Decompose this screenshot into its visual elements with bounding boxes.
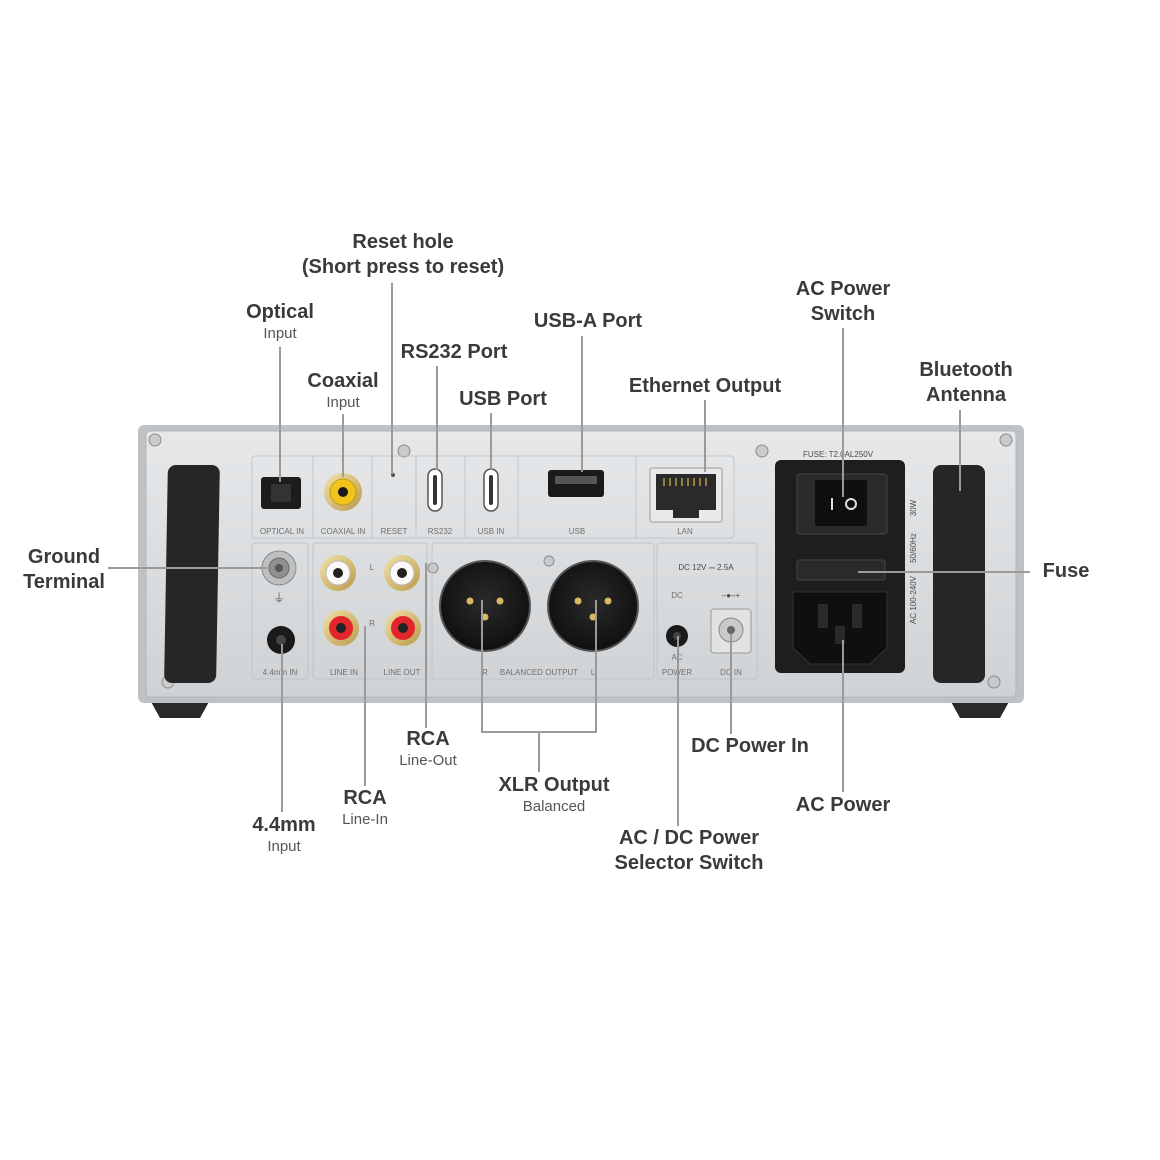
label-ac-power: AC Power — [795, 794, 891, 816]
silk-usb-in: USB IN — [478, 527, 505, 536]
xlr-output-left — [547, 560, 639, 652]
silk-ac-range: AC 100-240V — [909, 575, 918, 624]
label-mm44: 4.4mm Input — [252, 814, 316, 855]
optical-in-jack — [261, 477, 301, 509]
silk-dc-rating: DC 12V ⎓ 2.5A — [678, 563, 734, 572]
label-coaxial: Coaxial Input — [307, 370, 379, 411]
label-fuse: Fuse — [1042, 560, 1090, 582]
mm44-in-jack — [267, 626, 295, 654]
rca-line-out-right — [385, 610, 421, 646]
ac-power-switch — [796, 473, 888, 535]
rca-line-in-left — [320, 555, 356, 591]
silk-r: R — [482, 668, 488, 677]
label-dc-in: DC Power In — [691, 735, 809, 757]
silk-reset: RESET — [381, 527, 408, 536]
label-rs232: RS232 Port — [400, 341, 508, 363]
silk-l: L — [591, 668, 596, 677]
silk-dc: DC — [671, 591, 683, 600]
silk-ch-l: L — [370, 563, 375, 572]
xlr-output-right — [439, 560, 531, 652]
silk-line-in: LINE IN — [330, 668, 358, 677]
coaxial-in-jack — [324, 473, 362, 511]
label-xlr: XLR Output Balanced — [498, 774, 610, 815]
silk-mm44-in: 4.4mm IN — [263, 668, 298, 677]
silk-hz: 50/60Hz — [909, 533, 918, 563]
leader-lines — [108, 283, 1030, 826]
rca-line-in-right — [323, 610, 359, 646]
ground-symbol-icon: ⏚ — [273, 591, 285, 605]
right-foot — [950, 700, 1010, 718]
silk-ch-r: R — [369, 619, 375, 628]
rca-line-out-left — [384, 555, 420, 591]
label-usb: USB Port — [459, 388, 547, 410]
silk-optical-in: OPTICAL IN — [260, 527, 304, 536]
left-foot — [150, 700, 210, 718]
silk-balanced-output: BALANCED OUTPUT — [500, 668, 578, 677]
silk-line-out: LINE OUT — [384, 668, 421, 677]
label-ac-power-switch: AC Power Switch — [795, 278, 891, 325]
bluetooth-antenna — [933, 465, 985, 683]
silk-lan: LAN — [677, 527, 693, 536]
silk-fuse-rating: FUSE: T2.0AL250V — [803, 450, 874, 459]
silk-watts: 30W — [909, 499, 918, 516]
label-rca-in: RCA Line-In — [342, 787, 388, 828]
silk-coaxial-in: COAXIAL IN — [321, 527, 366, 536]
fuse-holder — [796, 559, 886, 581]
panel-screws — [148, 433, 1013, 689]
label-usb-a: USB-A Port — [533, 310, 643, 332]
ground-terminal — [261, 550, 297, 586]
label-bluetooth: Bluetooth Antenna — [919, 359, 1013, 406]
silk-dc-polarity: –●–+ — [722, 591, 741, 600]
silk-rs232: RS232 — [428, 527, 453, 536]
label-rca-out: RCA Line-Out — [399, 728, 457, 769]
label-ground: Ground Terminal — [23, 546, 105, 593]
label-reset-hole: Reset hole (Short press to reset) — [301, 231, 505, 278]
ethernet-lan-port — [649, 467, 723, 523]
label-optical: Optical Input — [246, 301, 314, 342]
usb-a-port — [548, 470, 604, 497]
dc-in-jack — [710, 608, 752, 654]
label-selector-switch: AC / DC Power Selector Switch — [614, 827, 764, 874]
ac-power-inlet — [792, 591, 888, 665]
left-bumper-pad — [164, 465, 220, 683]
silk-usb: USB — [569, 527, 585, 536]
label-ethernet: Ethernet Output — [628, 375, 782, 397]
